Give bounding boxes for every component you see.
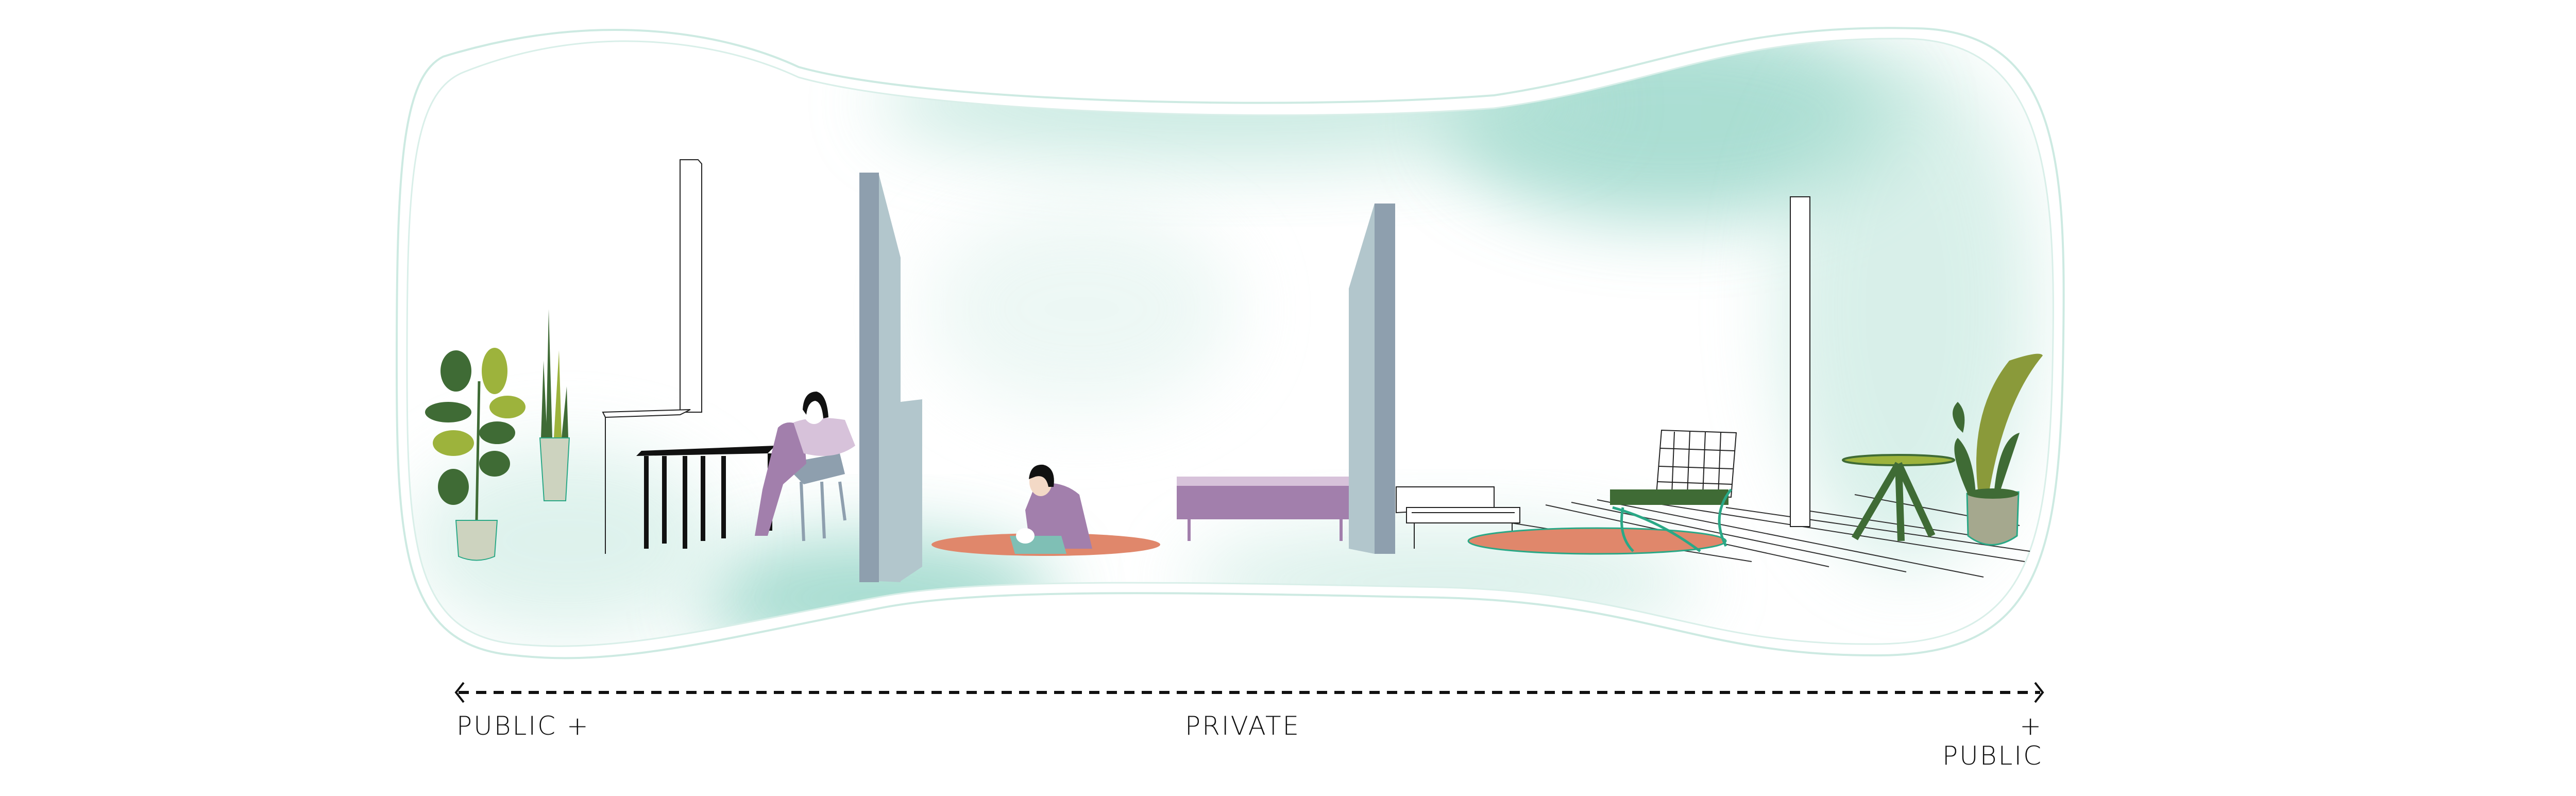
fiddle-leaf-plant bbox=[425, 348, 526, 561]
partition-wall-left bbox=[859, 173, 922, 582]
white-column bbox=[1790, 196, 1810, 527]
label-private: PRIVATE bbox=[1185, 711, 1301, 741]
partition-wall-center bbox=[1349, 204, 1395, 554]
arrowhead-left-icon bbox=[454, 682, 465, 703]
white-partition bbox=[602, 159, 702, 554]
plant-pot bbox=[455, 520, 498, 561]
inner-bubble-outline bbox=[406, 38, 2054, 647]
woman-seated-at-desk bbox=[755, 392, 855, 541]
purple-bench bbox=[1177, 477, 1354, 541]
label-public-left: PUBLIC + bbox=[456, 711, 590, 741]
outer-bubble-outline bbox=[395, 27, 2065, 659]
plant-pot bbox=[1966, 491, 2020, 546]
privacy-scale-arrow bbox=[454, 682, 2044, 703]
side-table bbox=[1842, 454, 1955, 541]
lounge-chair bbox=[1610, 429, 1737, 553]
white-daybed bbox=[1396, 486, 1520, 549]
child-sitting-on-rug bbox=[1010, 464, 1092, 554]
plant-pot bbox=[539, 437, 570, 501]
snake-plant bbox=[539, 309, 570, 501]
label-public-right: + PUBLIC bbox=[1942, 711, 2043, 771]
arrowhead-right-icon bbox=[2034, 682, 2044, 703]
rug-right bbox=[1467, 527, 1727, 555]
bird-of-paradise-plant bbox=[1953, 353, 2043, 546]
